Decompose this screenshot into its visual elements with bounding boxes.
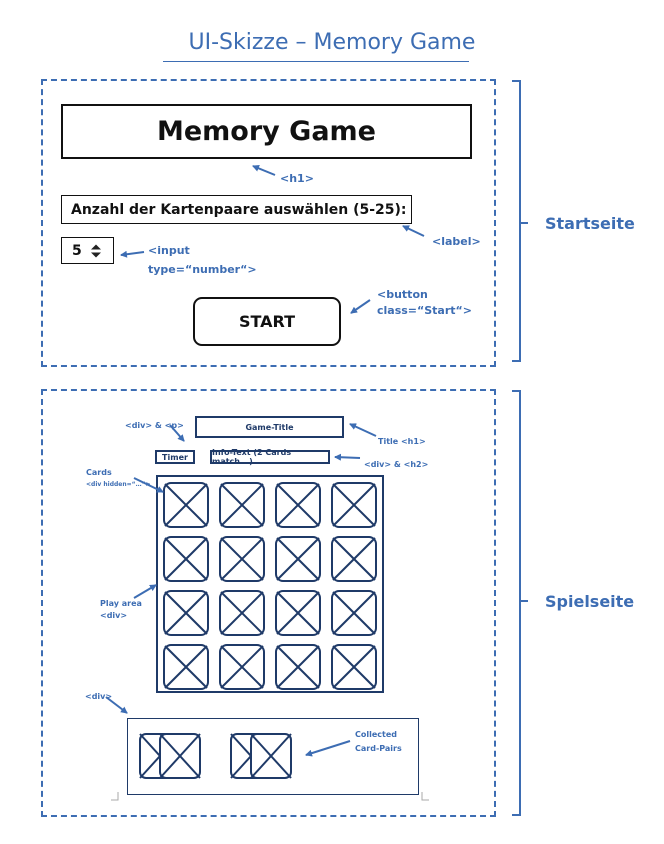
memory-card[interactable] <box>330 589 378 637</box>
spinner-arrows-icon[interactable] <box>90 243 102 259</box>
memory-card[interactable] <box>162 535 210 583</box>
input-annotation-line2: type=“number“> <box>148 263 257 276</box>
memory-card[interactable] <box>274 535 322 583</box>
div-p-annotation: <div> & <p> <box>125 421 184 430</box>
startpage-section <box>41 79 496 367</box>
memory-card[interactable] <box>274 481 322 529</box>
arrow-div-p <box>169 424 185 442</box>
collected-pairs-area <box>127 718 419 795</box>
crop-marks <box>111 792 429 801</box>
brace-icon <box>512 80 528 816</box>
button-annotation-line1: <button <box>377 288 428 301</box>
arrow-div-h2 <box>334 453 361 461</box>
arrow-title <box>349 423 377 437</box>
label-annotation: <label> <box>432 235 481 248</box>
gamepage-section <box>41 389 496 817</box>
arrow-cards <box>133 477 164 493</box>
memory-card[interactable] <box>218 535 266 583</box>
memory-card[interactable] <box>274 643 322 691</box>
collected-annotation-line2: Card-Pairs <box>355 744 402 753</box>
arrow-input <box>120 250 145 258</box>
arrow-collected <box>305 740 351 757</box>
title-h1-annotation: Title <h1> <box>378 437 426 446</box>
memory-card[interactable] <box>330 535 378 583</box>
play-area-annotation-line2: <div> <box>100 611 128 620</box>
input-annotation-line1: <input <box>148 244 190 257</box>
arrow-label <box>402 225 425 237</box>
collected-annotation-line1: Collected <box>355 730 397 739</box>
section-label-spielseite: Spielseite <box>545 592 635 611</box>
arrow-h1 <box>252 165 276 176</box>
memory-card[interactable] <box>218 481 266 529</box>
button-annotation-line2: class=“Start“> <box>377 304 472 317</box>
memory-card[interactable] <box>162 481 210 529</box>
pairs-number-input[interactable]: 5 <box>61 237 114 264</box>
page-title: UI-Skizze – Memory Game <box>188 30 476 55</box>
start-button[interactable]: START <box>193 297 341 346</box>
memory-card[interactable] <box>274 589 322 637</box>
collected-pair-2 <box>230 733 292 779</box>
section-label-startseite: Startseite <box>545 214 635 233</box>
info-text-box: Info-Text (2 Cards match...) <box>210 448 330 466</box>
play-area-annotation-line1: Play area <box>100 599 142 608</box>
play-area <box>156 475 384 693</box>
input-value: 5 <box>72 242 82 259</box>
memory-card[interactable] <box>162 589 210 637</box>
collected-annotation: Collected Card-Pairs <box>355 729 402 754</box>
arrow-collected-div <box>105 696 128 714</box>
arrow-button <box>350 299 371 314</box>
input-annotation: <input type=“number“> <box>148 243 257 277</box>
button-annotation: <button class=“Start“> <box>377 287 472 318</box>
memory-card[interactable] <box>218 589 266 637</box>
div-h2-annotation: <div> & <h2> <box>364 460 429 469</box>
play-area-annotation: Play area <div> <box>100 598 142 621</box>
cards-annotation-tag: <div hidden=“…“> <box>86 481 151 488</box>
timer-box: Timer <box>155 450 195 464</box>
memory-game-heading: Memory Game <box>61 104 472 159</box>
cards-annotation: Cards <div hidden=“…“> <box>86 467 151 490</box>
game-title-box: Game-Title <box>195 416 344 438</box>
arrow-play-area <box>133 584 157 599</box>
memory-card[interactable] <box>330 481 378 529</box>
memory-card[interactable] <box>330 643 378 691</box>
pairs-label: Anzahl der Kartenpaare auswählen (5-25): <box>61 195 412 224</box>
memory-card[interactable] <box>162 643 210 691</box>
collected-pair-1 <box>139 733 201 779</box>
cards-annotation-label: Cards <box>86 468 112 477</box>
h1-annotation: <h1> <box>280 172 314 185</box>
card-grid <box>162 481 378 691</box>
memory-card[interactable] <box>218 643 266 691</box>
title-underline <box>163 61 469 62</box>
collected-div-annotation: <div> <box>85 692 113 701</box>
